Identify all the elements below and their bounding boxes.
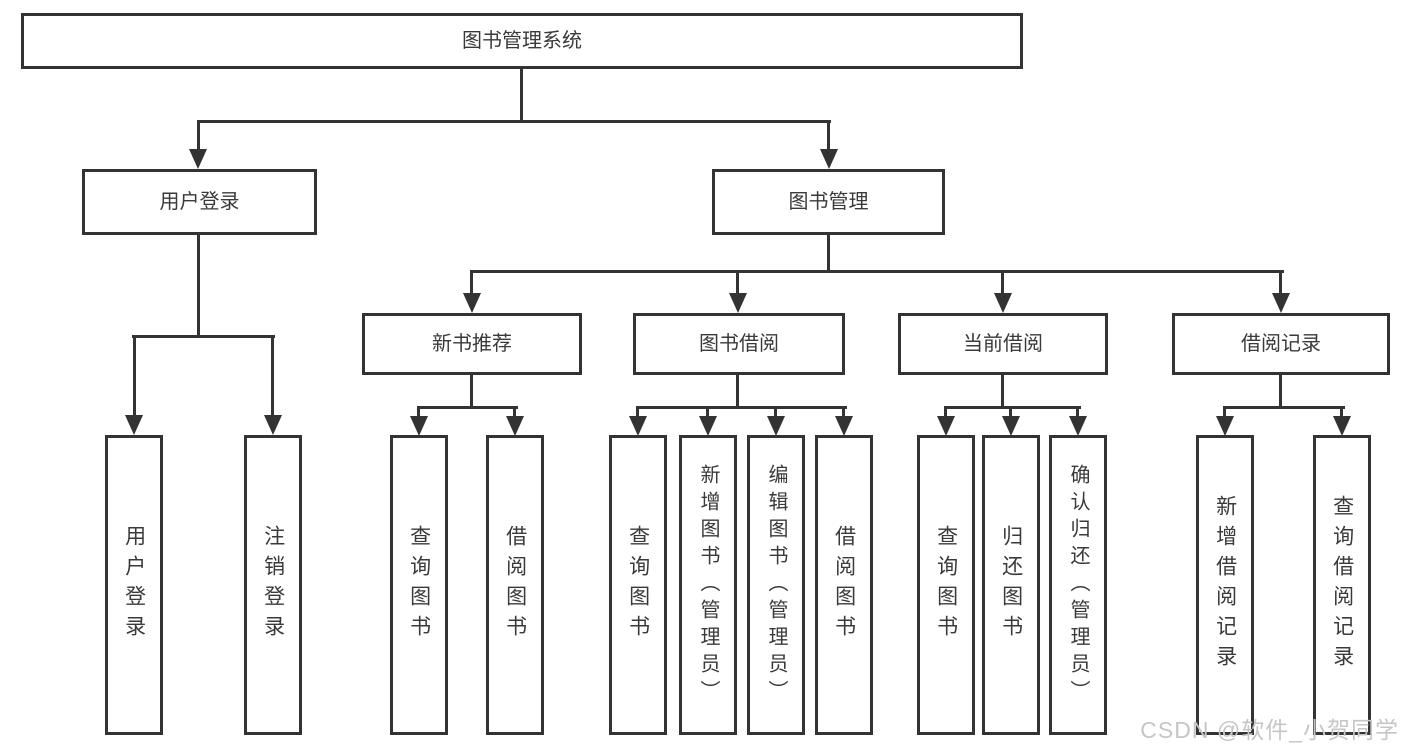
connector-to-borrow-records <box>1279 270 1282 295</box>
connector-borrowing-stub <box>736 375 739 409</box>
node-leaf-records-query: 查询借阅记录 <box>1313 435 1371 735</box>
node-leaf-current-return-books: 归还图书 <box>982 435 1040 735</box>
arrowhead-to-current-return <box>1002 416 1020 436</box>
arrowhead-to-borrowing-borrow <box>835 416 853 436</box>
arrowhead-to-recommend-query <box>410 416 428 436</box>
arrowhead-to-current-confirm <box>1069 416 1087 436</box>
connector-recommend-stub <box>470 375 473 409</box>
node-leaf-user-login: 用户登录 <box>105 435 163 735</box>
connector-book-management-stub <box>827 235 830 273</box>
node-current-borrowing: 当前借阅 <box>898 313 1108 375</box>
connector-current-bus <box>944 406 1081 409</box>
arrowhead-to-recommend-borrow <box>506 416 524 436</box>
connector-recommend-bus <box>417 406 518 409</box>
arrowhead-to-borrowing-query <box>629 416 647 436</box>
arrowhead-to-book-borrowing <box>729 293 747 313</box>
arrowhead-to-records-query <box>1333 416 1351 436</box>
node-library-system: 图书管理系统 <box>21 13 1023 69</box>
arrowhead-to-borrowing-add <box>699 416 717 436</box>
node-leaf-current-confirm-return: 确认归还（管理员） <box>1049 435 1107 735</box>
connector-to-borrowing-edit <box>774 406 777 418</box>
connector-to-new-book-recommend <box>470 270 473 295</box>
arrowhead-to-leaf-logout <box>264 415 282 435</box>
connector-level3-bus <box>470 270 1284 273</box>
connector-to-user-login <box>197 120 200 151</box>
connector-to-book-borrowing <box>736 270 739 295</box>
node-leaf-recommend-query-books: 查询图书 <box>390 435 448 735</box>
connector-user-login-stub <box>197 235 200 338</box>
node-book-borrowing: 图书借阅 <box>633 313 845 375</box>
connector-to-book-management <box>827 120 830 151</box>
connector-to-current-confirm <box>1076 406 1079 418</box>
arrowhead-to-borrowing-edit <box>767 416 785 436</box>
node-leaf-recommend-borrow-books: 借阅图书 <box>486 435 544 735</box>
arrowhead-to-book-management <box>820 149 838 169</box>
node-borrow-records: 借阅记录 <box>1172 313 1390 375</box>
node-new-book-recommend: 新书推荐 <box>362 313 582 375</box>
connector-root-stub <box>520 69 523 123</box>
arrowhead-to-new-book-recommend <box>463 293 481 313</box>
connector-to-leaf-user-login <box>133 335 136 417</box>
connector-to-current-query <box>944 406 947 418</box>
connector-current-stub <box>1001 375 1004 409</box>
connector-to-leaf-logout <box>271 335 274 417</box>
connector-user-login-bus <box>132 335 275 338</box>
node-user-login: 用户登录 <box>82 169 317 235</box>
connector-to-borrowing-borrow <box>842 406 845 418</box>
connector-level2-bus <box>197 120 831 123</box>
connector-records-bus <box>1223 406 1345 409</box>
arrowhead-to-user-login <box>189 149 207 169</box>
arrowhead-to-records-add <box>1216 416 1234 436</box>
node-leaf-records-add: 新增借阅记录 <box>1196 435 1254 735</box>
csdn-watermark: CSDN @软件_小贺同学 <box>1140 717 1399 743</box>
node-book-management: 图书管理 <box>712 169 945 235</box>
connector-to-records-query <box>1340 406 1343 418</box>
connector-to-borrowing-add <box>706 406 709 418</box>
connector-to-records-add <box>1223 406 1226 418</box>
connector-to-recommend-borrow <box>513 406 516 418</box>
connector-records-stub <box>1279 375 1282 409</box>
node-leaf-borrowing-edit-books: 编辑图书（管理员） <box>747 435 805 735</box>
connector-to-current-return <box>1009 406 1012 418</box>
node-leaf-borrowing-add-books: 新增图书（管理员） <box>679 435 737 735</box>
connector-to-borrowing-query <box>636 406 639 418</box>
node-leaf-borrowing-query-books: 查询图书 <box>609 435 667 735</box>
node-leaf-logout: 注销登录 <box>244 435 302 735</box>
connector-borrowing-bus <box>636 406 847 409</box>
arrowhead-to-current-borrowing <box>994 293 1012 313</box>
arrowhead-to-leaf-user-login <box>125 415 143 435</box>
node-leaf-borrowing-borrow-books: 借阅图书 <box>815 435 873 735</box>
node-leaf-current-query-books: 查询图书 <box>917 435 975 735</box>
connector-to-current-borrowing <box>1001 270 1004 295</box>
arrowhead-to-current-query <box>937 416 955 436</box>
connector-to-recommend-query <box>417 406 420 418</box>
arrowhead-to-borrow-records <box>1272 293 1290 313</box>
